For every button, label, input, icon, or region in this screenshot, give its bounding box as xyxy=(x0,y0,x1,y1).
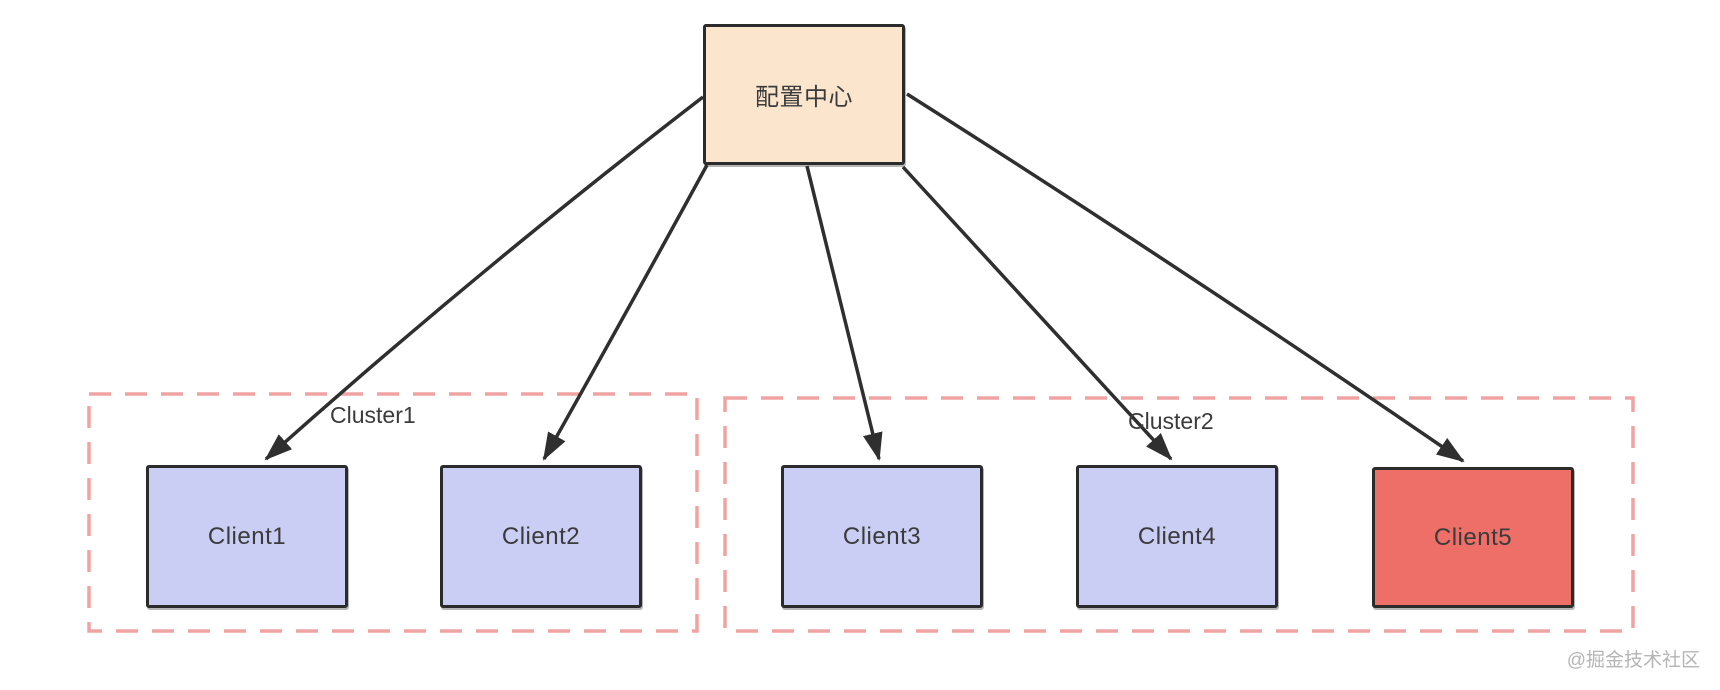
arrow-config-to-client3 xyxy=(805,165,883,461)
watermark-text: @掘金技术社区 xyxy=(1566,650,1700,671)
client5-label: Client5 xyxy=(1433,523,1513,551)
client4-node: Client4 xyxy=(1076,465,1278,608)
cluster2-label: Cluster2 xyxy=(1128,408,1214,434)
client1-node: Client1 xyxy=(146,465,348,608)
arrow-config-to-client4 xyxy=(901,165,1173,461)
client5-node: Client5 xyxy=(1372,467,1574,608)
client2-label: Client2 xyxy=(501,522,581,550)
client4-label: Client4 xyxy=(1137,522,1217,550)
config-center-label: 配置中心 xyxy=(755,84,853,111)
cluster1-label: Cluster1 xyxy=(330,402,416,428)
client3-label: Client3 xyxy=(842,522,922,550)
config-center-node: 配置中心 xyxy=(703,24,905,165)
client3-node: Client3 xyxy=(781,465,983,608)
client2-node: Client2 xyxy=(440,465,642,608)
arrow-config-to-client1 xyxy=(264,95,705,461)
cluster2-boundary xyxy=(723,396,1635,633)
cluster1-boundary xyxy=(87,392,699,633)
arrow-config-to-client2 xyxy=(542,164,709,461)
arrow-config-to-client5 xyxy=(906,92,1465,463)
client1-label: Client1 xyxy=(207,522,287,550)
